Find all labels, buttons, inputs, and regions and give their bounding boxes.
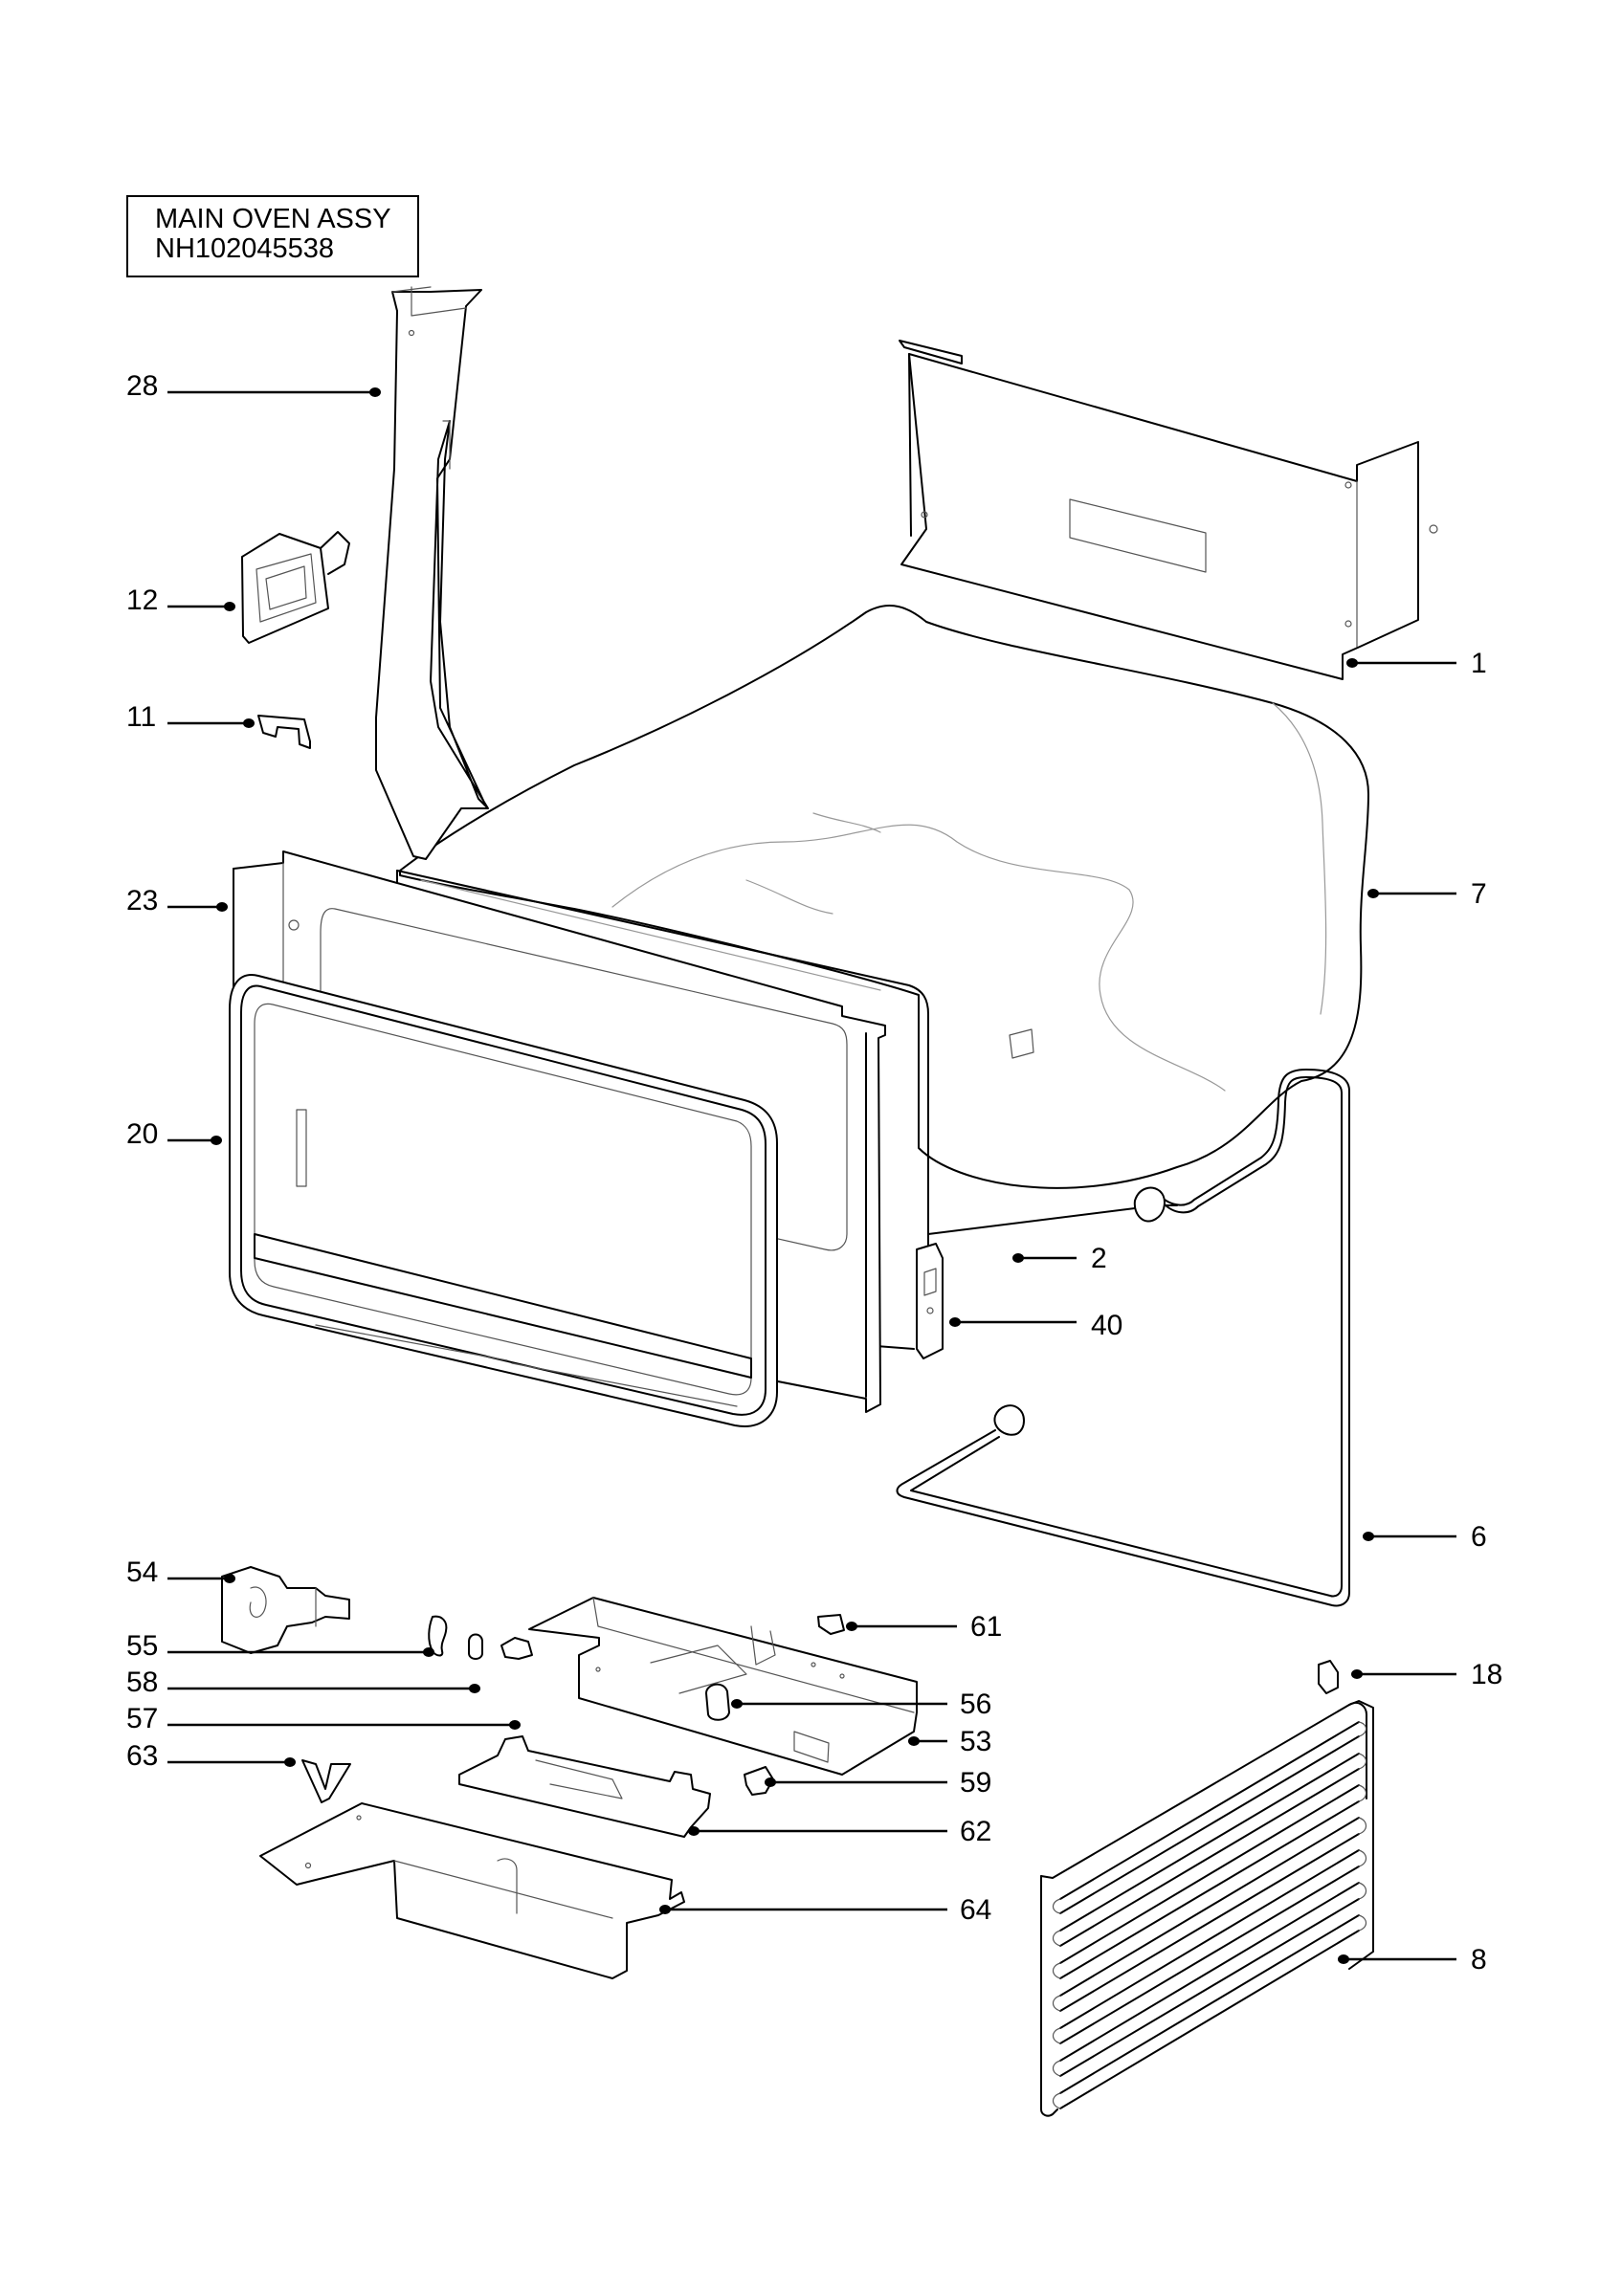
leader-dot — [211, 1136, 222, 1145]
callout-label: 59 — [960, 1767, 991, 1799]
part-59-clip — [744, 1766, 774, 1796]
assembly-title-box: MAIN OVEN ASSY NH102045538 — [126, 195, 419, 277]
leader-dot — [243, 718, 255, 728]
callout-63: 63 — [126, 1740, 296, 1772]
callout-12: 12 — [126, 585, 235, 616]
part-61-clip — [817, 1614, 845, 1635]
callout-label: 28 — [126, 370, 158, 402]
callout-label: 63 — [126, 1740, 158, 1772]
part-64-plate — [259, 1802, 685, 1979]
callout-label: 40 — [1091, 1310, 1122, 1341]
leader-dot — [1367, 889, 1379, 898]
leader-dot — [1363, 1532, 1374, 1541]
callout-label: 64 — [960, 1894, 991, 1926]
callout-label: 2 — [1091, 1243, 1107, 1274]
part-12-lamp — [241, 531, 350, 644]
callout-label: 11 — [126, 701, 156, 733]
part-18-clip — [1318, 1660, 1339, 1694]
callout-11: 11 — [126, 701, 255, 733]
leader-dot — [688, 1826, 700, 1836]
callout-58: 58 — [126, 1667, 480, 1698]
callout-62: 62 — [688, 1816, 991, 1847]
callout-57: 57 — [126, 1703, 521, 1734]
part-57-part — [500, 1637, 533, 1660]
callout-label: 55 — [126, 1630, 158, 1662]
assembly-title: MAIN OVEN ASSY — [155, 204, 391, 234]
part-1-rear-panel — [899, 340, 1438, 680]
callout-label: 7 — [1471, 878, 1487, 910]
part-28-duct — [375, 286, 489, 860]
leader-dot — [469, 1684, 480, 1693]
leader-dot — [765, 1777, 776, 1787]
callout-label: 23 — [126, 885, 158, 916]
callout-28: 28 — [126, 370, 381, 402]
part-62-bracket — [458, 1735, 711, 1838]
callout-64: 64 — [659, 1894, 991, 1926]
callout-label: 62 — [960, 1816, 991, 1847]
leader-dot — [949, 1317, 961, 1327]
callout-label: 57 — [126, 1703, 158, 1734]
callout-label: 8 — [1471, 1944, 1487, 1976]
callout-61: 61 — [846, 1611, 1002, 1643]
part-55-clip — [428, 1615, 448, 1657]
leader-dot — [731, 1699, 743, 1709]
callout-label: 58 — [126, 1667, 158, 1698]
callout-56: 56 — [731, 1689, 991, 1720]
leader-dot — [423, 1647, 434, 1657]
leader-dot — [1338, 1954, 1349, 1964]
leader-dot — [1346, 658, 1358, 668]
part-56-injector — [705, 1683, 730, 1721]
callout-40: 40 — [949, 1310, 1122, 1341]
leader-dot — [509, 1720, 521, 1730]
assembly-part-number: NH102045538 — [155, 233, 335, 264]
leader-dot — [284, 1757, 296, 1767]
part-11-clip — [257, 715, 311, 749]
part-63-clip — [301, 1759, 351, 1803]
leader-dot — [224, 602, 235, 611]
callout-59: 59 — [765, 1767, 991, 1799]
leader-dot — [1012, 1253, 1024, 1263]
callout-55: 55 — [126, 1630, 434, 1662]
part-40-hinge-bracket — [916, 1243, 944, 1359]
callout-label: 6 — [1471, 1521, 1487, 1553]
leader-dot — [908, 1736, 920, 1746]
part-58-part — [468, 1633, 483, 1660]
callout-1: 1 — [1346, 648, 1487, 679]
part-54-valve — [221, 1566, 350, 1654]
leader-dot — [216, 902, 228, 912]
callout-label: 20 — [126, 1118, 158, 1150]
callout-label: 53 — [960, 1726, 991, 1757]
callout-label: 18 — [1471, 1659, 1502, 1690]
callout-23: 23 — [126, 885, 228, 916]
callout-18: 18 — [1351, 1659, 1502, 1690]
callout-label: 54 — [126, 1556, 158, 1588]
callout-8: 8 — [1338, 1944, 1487, 1976]
callout-label: 56 — [960, 1689, 991, 1720]
callout-label: 1 — [1471, 648, 1487, 679]
callout-label: 61 — [970, 1611, 1002, 1643]
leader-dot — [369, 387, 381, 397]
part-7-insulation — [399, 605, 1369, 1189]
part-6-element — [896, 1069, 1350, 1607]
leader-dot — [1351, 1669, 1363, 1679]
callout-2: 2 — [1012, 1243, 1107, 1274]
part-20-door-seal — [229, 974, 778, 1427]
callout-20: 20 — [126, 1118, 222, 1150]
callout-7: 7 — [1367, 878, 1487, 910]
callout-label: 12 — [126, 585, 158, 616]
leader-dot — [224, 1574, 235, 1583]
leader-dot — [846, 1622, 857, 1631]
part-8-shelf-runner — [1040, 1700, 1374, 2117]
callout-53: 53 — [908, 1726, 991, 1757]
callout-layer: 28 12 11 23 20 54 55 58 57 63 1 7 2 40 6 61 18 56 53 59 62 64… — [126, 370, 1502, 1976]
callout-54: 54 — [126, 1556, 235, 1588]
callout-6: 6 — [1363, 1521, 1487, 1553]
leader-dot — [659, 1905, 671, 1914]
